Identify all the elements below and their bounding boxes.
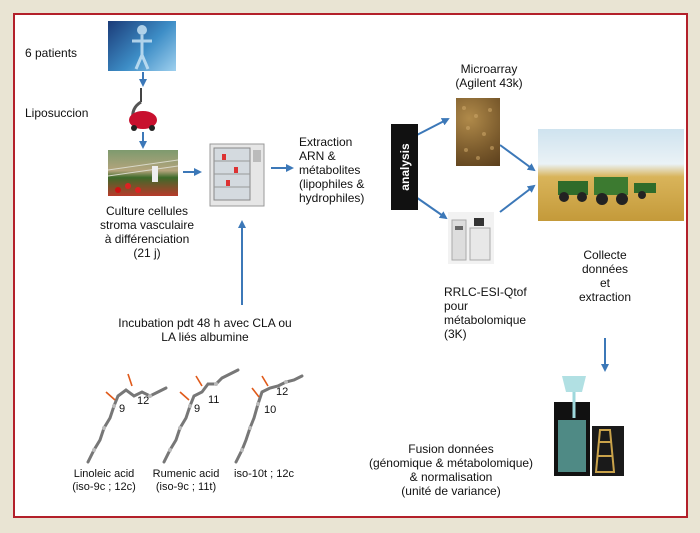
fusion-line-1: Fusion données [408, 442, 494, 456]
culture-line-4: (21 j) [133, 246, 161, 260]
arrow-analysis-to-microarray [412, 118, 450, 138]
extraction-label: Extraction ARN & métabolites (lipophiles… [299, 135, 364, 205]
collecte-label: Collecte données et extraction [560, 248, 650, 304]
fusion-line-3: & normalisation [409, 470, 493, 484]
marker-rumenic-9 [179, 391, 190, 401]
beakers-image [552, 372, 626, 482]
collecte-line-3: et [599, 276, 610, 290]
rumenic-name: Rumenic acid [152, 468, 220, 480]
collecte-line-2: données [581, 262, 629, 276]
rumenic-pos1: 9 [194, 403, 201, 415]
collecte-line-4: extraction [578, 290, 632, 304]
extraction-line-2: ARN & [299, 149, 336, 163]
fusion-line-2: (génomique & métabolomique) [368, 456, 534, 470]
fusion-label: Fusion données (génomique & métabolomiqu… [356, 442, 546, 498]
iso10-label: iso-10t ; 12c [224, 468, 304, 481]
harvest-field-image [538, 129, 684, 221]
arrow-microarray-to-field [499, 144, 536, 172]
rumenic-isomer: (iso-9c ; 11t) [155, 481, 217, 493]
linoleic-pos1: 9 [119, 403, 126, 415]
linoleic-name: Linoleic acid [73, 468, 135, 480]
rumenic-pos2: 11 [208, 394, 220, 406]
rrlc-line-2: pour [444, 299, 469, 313]
incubation-label: Incubation pdt 48 h avec CLA ou LA liés … [90, 316, 320, 344]
collecte-line-1: Collecte [583, 248, 627, 262]
marker-linoleic-9 [105, 391, 116, 401]
vacuum-image [121, 86, 166, 132]
linoleic-label: Linoleic acid (iso-9c ; 12c) [64, 468, 144, 494]
rrlc-line-4: (3K) [444, 327, 467, 341]
marker-iso10-10 [251, 387, 260, 398]
iso10-chain [234, 374, 304, 464]
incubation-line-2: LA liés albumine [161, 330, 249, 344]
marker-iso10-12 [261, 375, 269, 387]
patient-body-image [108, 21, 176, 71]
culture-line-1: Culture cellules [105, 204, 189, 218]
rrlc-line-3: métabolomique [444, 313, 527, 327]
culture-label: Culture cellules stroma vasculaire à dif… [92, 204, 202, 260]
iso10-pos1: 10 [264, 404, 277, 416]
liposuccion-label: Liposuccion [25, 106, 89, 120]
rrlc-label: RRLC-ESI-Qtof pour métabolomique (3K) [444, 285, 527, 341]
greenhouse-image [108, 150, 178, 196]
linoleic-chain [86, 386, 168, 464]
rumenic-chain [162, 368, 240, 464]
linoleic-isomer: (iso-9c ; 12c) [72, 481, 136, 493]
microarray-line-2: (Agilent 43k) [455, 76, 523, 90]
iso10-isomer: iso-10t ; 12c [234, 468, 294, 480]
rumenic-label: Rumenic acid (iso-9c ; 11t) [146, 468, 226, 494]
marker-rumenic-11 [195, 375, 203, 387]
rrlc-line-1: RRLC-ESI-Qtof [444, 285, 527, 299]
marker-linoleic-12 [127, 373, 133, 387]
microarray-label: Microarray (Agilent 43k) [444, 62, 534, 90]
incubation-line-1: Incubation pdt 48 h avec CLA ou [118, 316, 292, 330]
iso10-pos2: 12 [276, 386, 289, 398]
extraction-line-3: métabolites [299, 163, 361, 177]
extraction-line-4: (lipophiles & [299, 177, 365, 191]
analysis-box: analysis [391, 124, 418, 210]
extraction-line-1: Extraction [299, 135, 353, 149]
linoleic-pos2: 12 [137, 395, 150, 407]
patients-label: 6 patients [25, 46, 78, 60]
arrow-rrlc-to-field [499, 184, 536, 213]
rrlc-instrument-image [448, 212, 494, 264]
fusion-line-4: (unité de variance) [401, 484, 501, 498]
extraction-line-5: hydrophiles) [299, 191, 365, 205]
microarray-line-1: Microarray [460, 62, 518, 76]
arrow-analysis-to-rrlc [412, 194, 448, 220]
culture-line-2: stroma vasculaire [99, 218, 195, 232]
microarray-image [456, 98, 500, 166]
culture-line-3: à différenciation [104, 232, 190, 246]
incubator-image [204, 142, 270, 208]
